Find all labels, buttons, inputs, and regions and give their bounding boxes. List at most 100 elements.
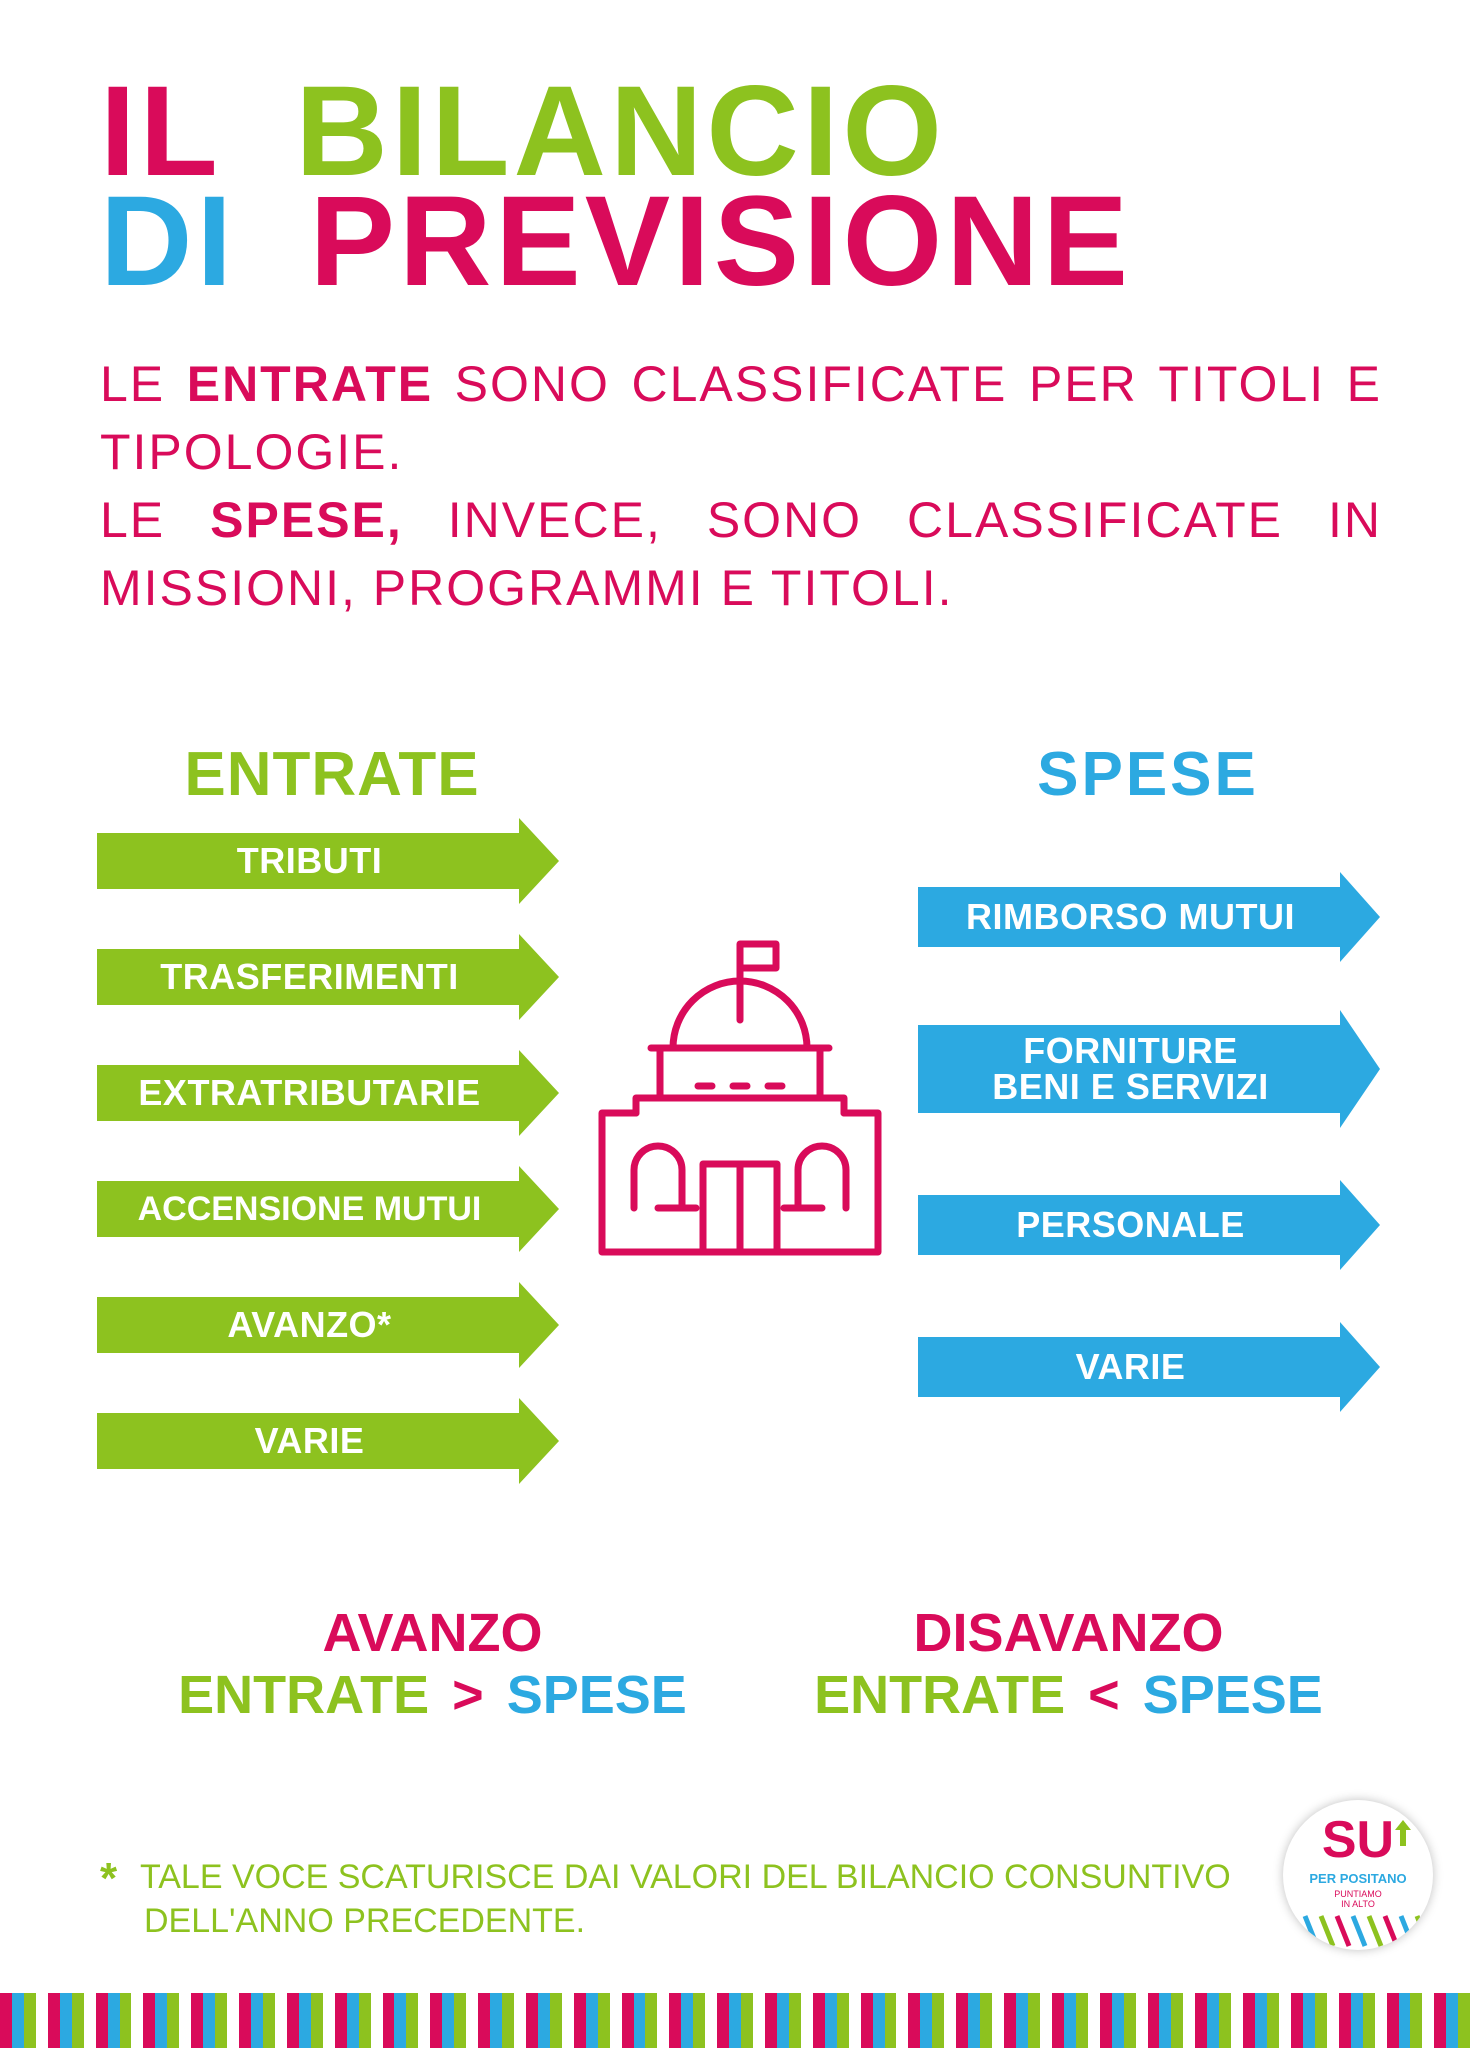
stripe-segment — [681, 1993, 694, 2048]
stripe-segment — [561, 1993, 574, 2048]
stripe-segment — [203, 1993, 216, 2048]
stripe-segment — [513, 1993, 526, 2048]
stripe-segment — [143, 1993, 156, 2048]
stripe-segment — [1099, 1993, 1112, 2048]
entrate-heading: ENTRATE — [184, 740, 480, 809]
stripe-segment — [1290, 1993, 1303, 2048]
stripe-segment — [251, 1993, 263, 2048]
footnote-text: TALE VOCE SCATURISCE DAI VALORI DEL BILA… — [140, 1855, 1290, 1943]
stripe-segment — [1470, 1993, 1483, 2048]
stripe-segment — [191, 1993, 204, 2048]
stripe-segment — [621, 1993, 634, 2048]
stripe-segment — [286, 1993, 299, 2048]
footnote-asterisk: * — [100, 1854, 118, 1903]
arrow-shape — [97, 1050, 559, 1136]
town-hall-icon — [598, 940, 882, 1256]
stripe-segment — [382, 1993, 395, 2048]
stripe-segment — [71, 1993, 84, 2048]
entrate-arrow-tributi: TRIBUTI — [97, 818, 559, 904]
avanzo-operator: > — [452, 1665, 484, 1725]
stripe-segment — [1267, 1993, 1279, 2048]
entrate-label-trasferimenti: TRASFERIMENTI — [160, 956, 459, 997]
stripe-segment — [753, 1993, 765, 2048]
stripe-segment — [1410, 1993, 1423, 2048]
stripe-segment — [1004, 1993, 1017, 2048]
stripe-segment — [346, 1993, 359, 2048]
stripe-segment — [537, 1993, 550, 2048]
entrate-label-tributi: TRIBUTI — [236, 840, 383, 881]
logo-su-text: SU — [1321, 1811, 1395, 1869]
stripe-segment — [1171, 1993, 1184, 2048]
stripe-segment — [609, 1993, 622, 2048]
arrow-shape — [97, 934, 559, 1020]
stripe-segment — [788, 1993, 801, 2048]
avanzo-right: SPESE — [506, 1665, 687, 1725]
stripe-segment — [35, 1993, 48, 2048]
spese-arrow-varie: VARIE — [918, 1322, 1380, 1412]
avanzo-title: AVANZO — [322, 1603, 543, 1663]
stripe-segment — [119, 1993, 132, 2048]
stripe-segment — [167, 1993, 180, 2048]
arrow-shape — [918, 1010, 1380, 1128]
arrow-shape — [918, 1180, 1380, 1270]
stripe-segment — [1398, 1993, 1411, 2048]
entrate-label-varie: VARIE — [254, 1420, 365, 1461]
logo-tagline-2: IN ALTO — [1341, 1899, 1375, 1909]
stripe-segment — [442, 1993, 455, 2048]
stripe-segment — [776, 1993, 789, 2048]
stripe-segment — [1207, 1993, 1220, 2048]
stripe-segment — [1362, 1993, 1375, 2048]
stripe-segment — [585, 1993, 598, 2048]
stripe-segment — [992, 1993, 1005, 2048]
title-word-bilancio: BILANCIO — [295, 60, 946, 203]
stripe-segment — [860, 1993, 873, 2048]
stripe-segment — [502, 1993, 514, 2048]
stripe-segment — [884, 1993, 897, 2048]
up-arrow-icon — [1395, 1820, 1411, 1846]
stripe-segment — [298, 1993, 311, 2048]
avanzo-formula: ENTRATE > SPESE — [160, 1668, 705, 1722]
stripe-segment — [633, 1993, 646, 2048]
stripe-segment — [11, 1993, 24, 2048]
stripe-segment — [262, 1993, 275, 2048]
su-per-positano-logo: SU PER POSITANO PUNTIAMO IN ALTO — [1283, 1800, 1433, 1950]
logo-tagline-1: PUNTIAMO — [1334, 1889, 1382, 1899]
stripe-segment — [932, 1993, 945, 2048]
stripe-segment — [23, 1993, 36, 2048]
spese-heading: SPESE — [1037, 740, 1259, 809]
stripe-segment — [1087, 1993, 1100, 2048]
stripe-segment — [729, 1993, 742, 2048]
title-word-previsione: PREVISIONE — [309, 170, 1132, 313]
intro-p1-pre: LE — [100, 356, 187, 412]
footnote-line-2: DELL'ANNO PRECEDENTE. — [144, 1902, 586, 1940]
stripe-segment — [95, 1993, 108, 2048]
stripe-segment — [1159, 1993, 1172, 2048]
stripe-segment — [1302, 1993, 1315, 2048]
entrate-arrow-avanzo: AVANZO* — [97, 1282, 559, 1368]
stripe-segment — [1111, 1993, 1124, 2048]
arrow-shape — [97, 818, 559, 904]
stripe-segment — [418, 1993, 431, 2048]
stripe-segment — [800, 1993, 813, 2048]
stripe-segment — [358, 1993, 371, 2048]
stripe-segment — [310, 1993, 323, 2048]
stripe-segment — [741, 1993, 754, 2048]
stripe-segment — [131, 1993, 144, 2048]
title-word-di: DI — [100, 170, 236, 313]
stripe-segment — [1147, 1993, 1160, 2048]
stripe-segment — [1386, 1993, 1399, 2048]
stripe-segment — [1219, 1993, 1232, 2048]
stripe-segment — [1243, 1993, 1256, 2048]
entrate-arrow-accensione-mutui: ACCENSIONE MUTUI — [97, 1166, 559, 1252]
stripe-segment — [1446, 1993, 1459, 2048]
stripe-segment — [454, 1993, 467, 2048]
stripe-segment — [1338, 1993, 1351, 2048]
stripe-segment — [908, 1993, 921, 2048]
stripe-segment — [812, 1993, 825, 2048]
spese-arrow-forniture: FORNITURE BENI E SERVIZI — [918, 1010, 1380, 1128]
stripe-segment — [1255, 1993, 1268, 2048]
stripe-segment — [1039, 1993, 1052, 2048]
stripe-segment — [107, 1993, 120, 2048]
stripe-segment — [179, 1993, 192, 2048]
stripe-segment — [370, 1993, 383, 2048]
